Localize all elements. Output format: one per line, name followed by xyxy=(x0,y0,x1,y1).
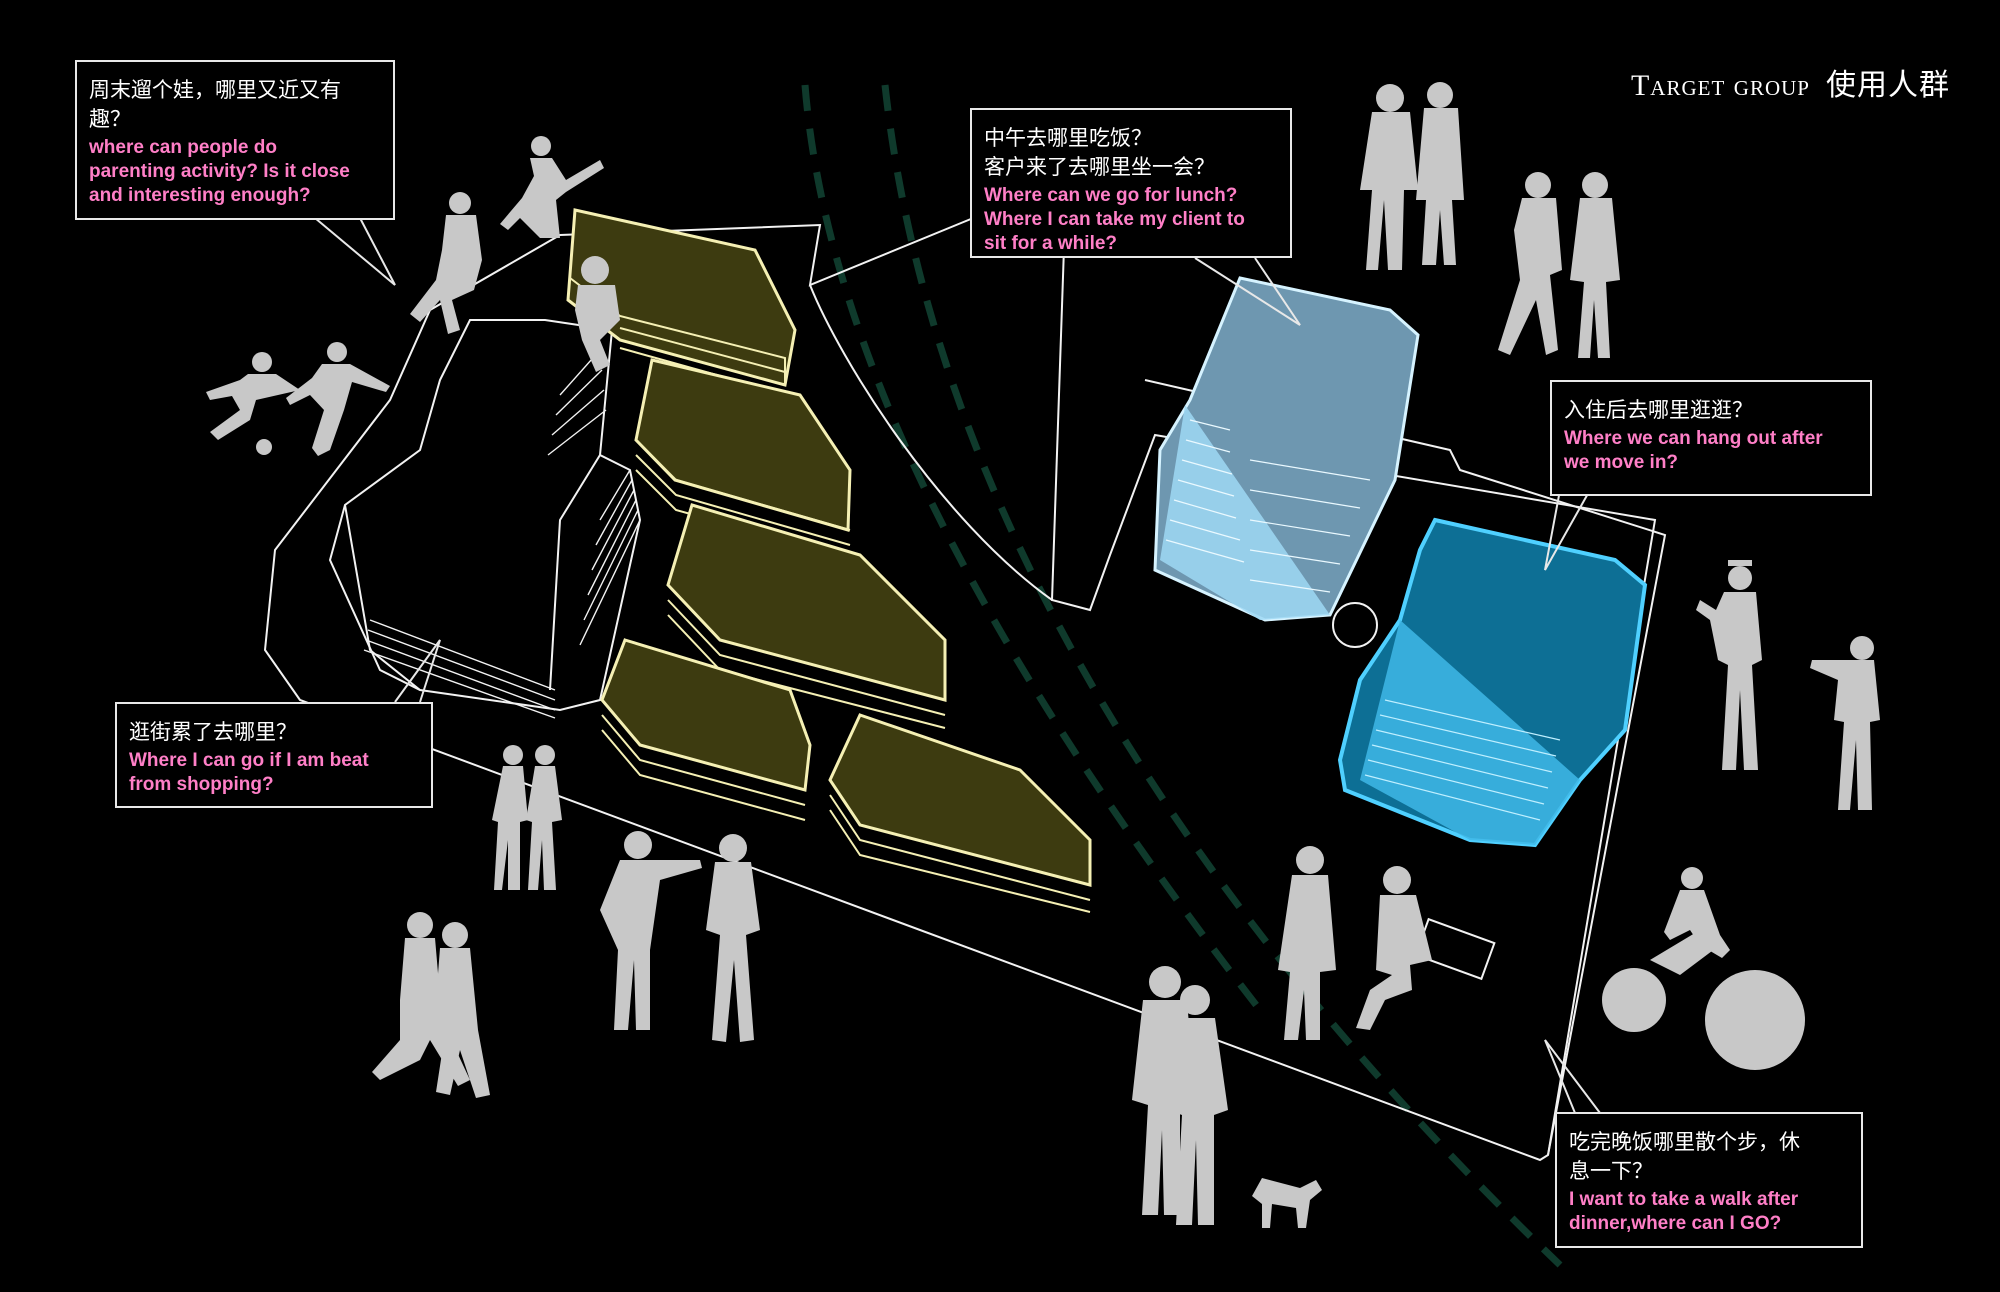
dog-icon xyxy=(1252,1178,1322,1228)
person-silhouette-icon xyxy=(1356,866,1432,1030)
roundabout-circle xyxy=(1332,602,1378,648)
callout-walk-en: I want to take a walk after dinner,where… xyxy=(1569,1189,1799,1234)
person-silhouette-icon xyxy=(575,256,620,372)
person-silhouette-icon xyxy=(410,192,482,334)
commercial-block-1 xyxy=(566,208,797,395)
person-silhouette-icon xyxy=(1278,846,1336,1040)
green-route-dashed-line xyxy=(801,84,1263,1013)
commercial-block-5 xyxy=(828,713,1092,913)
person-silhouette-icon xyxy=(706,834,760,1042)
callout-walk-zh: 吃完晚饭哪里散个步，休 息一下？ xyxy=(1569,1130,1800,1183)
people-silhouettes xyxy=(206,82,1880,1228)
callout-parenting: 周末遛个娃，哪里又近又有趣？ where can people do paren… xyxy=(75,60,395,220)
bicycle-icon xyxy=(1602,930,1805,1070)
football-icon xyxy=(256,439,272,455)
callout-hangout-zh: 入住后去哪里逛逛？ xyxy=(1564,398,1753,422)
callout-hangout-en: Where we can hang out after we move in? xyxy=(1564,428,1823,473)
person-silhouette-icon xyxy=(500,136,604,238)
callout-walk: 吃完晚饭哪里散个步，休 息一下？ I want to take a walk a… xyxy=(1555,1112,1863,1248)
callout-lunch-en: Where can we go for lunch? Where I can t… xyxy=(984,185,1245,254)
mall-building xyxy=(328,319,642,719)
commercial-block-3 xyxy=(666,503,947,729)
callout-parenting-zh: 周末遛个娃，哪里又近又有趣？ xyxy=(89,78,341,131)
person-silhouette-icon xyxy=(492,745,528,890)
person-silhouette-icon xyxy=(1696,560,1762,770)
green-route-dashed-line xyxy=(881,84,1563,1268)
title-chinese: 使用人群 xyxy=(1826,68,1950,103)
road-edge-line xyxy=(809,284,1053,601)
callout-pointers xyxy=(314,217,1601,1114)
person-silhouette-icon xyxy=(206,352,300,440)
callout-lunch: 中午去哪里吃饭？ 客户来了去哪里坐一会？ Where can we go for… xyxy=(970,108,1292,258)
commercial-block-4 xyxy=(600,638,812,821)
person-silhouette-icon xyxy=(1360,84,1418,270)
person-silhouette-icon xyxy=(1810,636,1880,810)
diagram-title: Target group 使用人群 xyxy=(1631,60,1950,104)
title-english: Target group xyxy=(1630,69,1810,102)
callout-shopping: 逛街累了去哪里？ Where I can go if I am beat fro… xyxy=(115,702,433,808)
callout-hangout: 入住后去哪里逛逛？ Where we can hang out after we… xyxy=(1550,380,1872,496)
person-silhouette-icon xyxy=(600,831,702,1030)
callout-shopping-zh: 逛街累了去哪里？ xyxy=(129,720,297,744)
callout-lunch-zh: 中午去哪里吃饭？ 客户来了去哪里坐一会？ xyxy=(984,126,1215,179)
office-tower xyxy=(1153,276,1420,622)
residential-tower xyxy=(1337,517,1648,848)
callout-parenting-en: where can people do parenting activity? … xyxy=(89,137,350,206)
person-silhouette-icon xyxy=(1168,985,1228,1225)
callout-shopping-en: Where I can go if I am beat from shoppin… xyxy=(129,750,369,795)
person-silhouette-icon xyxy=(1664,867,1730,958)
person-silhouette-icon xyxy=(1498,172,1562,355)
person-silhouette-icon xyxy=(436,922,490,1098)
person-silhouette-icon xyxy=(1416,82,1464,265)
person-silhouette-icon xyxy=(286,342,390,456)
person-silhouette-icon xyxy=(1570,172,1620,358)
person-silhouette-icon xyxy=(526,745,562,890)
